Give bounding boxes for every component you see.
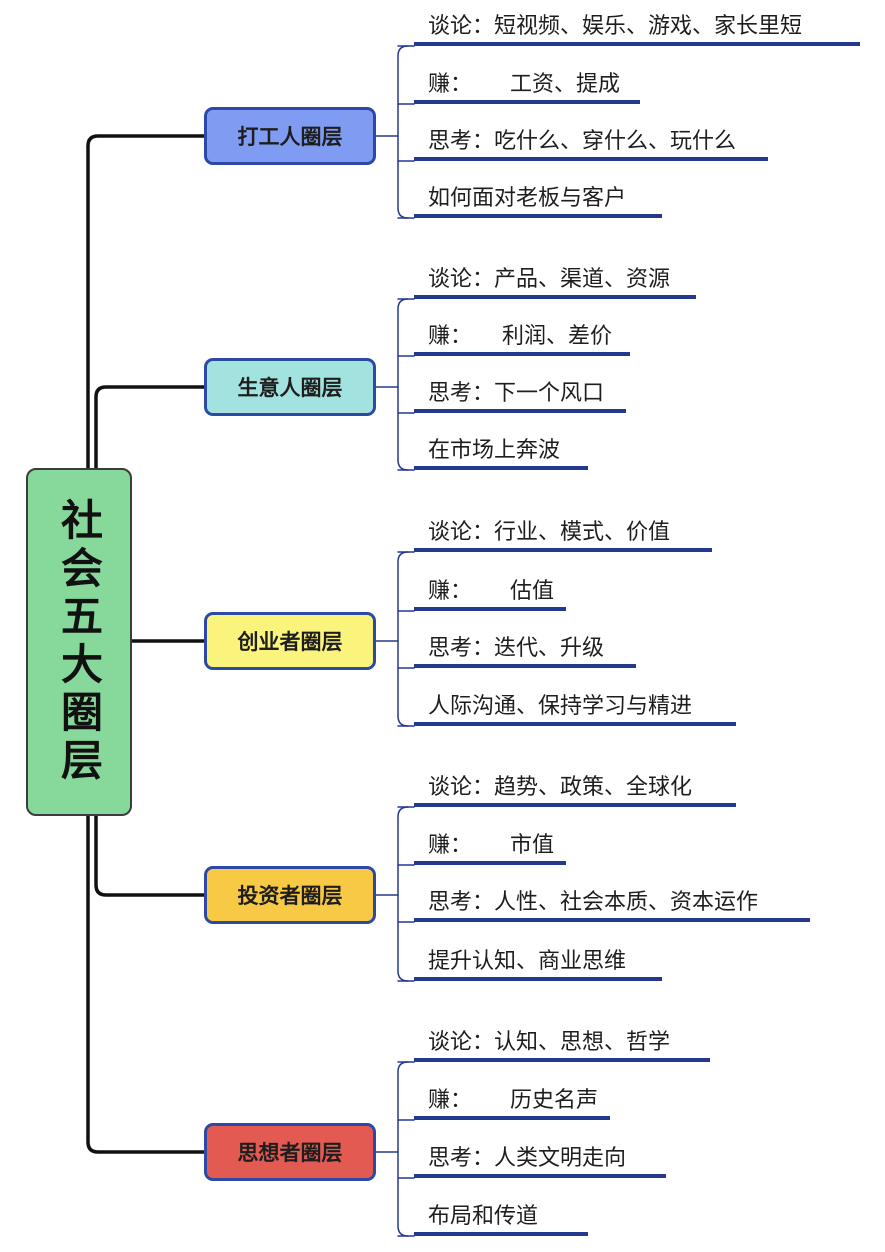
- circle-label: 思想者圈层: [237, 1141, 343, 1165]
- leaf-think: 思考：下一个风口: [414, 379, 626, 413]
- bracket-connector: [397, 298, 409, 471]
- trunk-connector: [94, 814, 206, 897]
- circle-label: 生意人圈层: [237, 376, 343, 400]
- leaf-talk: 谈论：产品、渠道、资源: [414, 265, 696, 299]
- leaf-think: 思考：迭代、升级: [414, 634, 636, 668]
- leaf-earn: 赚：市值: [414, 831, 566, 865]
- leaf-earn: 赚：利润、差价: [414, 322, 630, 356]
- leaf-talk: 谈论：趋势、政策、全球化: [414, 773, 736, 807]
- circle-node-merchant: 生意人圈层: [204, 358, 376, 416]
- leaf-earn: 赚：历史名声: [414, 1086, 610, 1120]
- circle-node-investor: 投资者圈层: [204, 866, 376, 924]
- leaf-think: 思考：人性、社会本质、资本运作: [414, 888, 810, 922]
- leaf-note: 提升认知、商业思维: [414, 947, 662, 981]
- leaf-note: 人际沟通、保持学习与精进: [414, 692, 736, 726]
- leaf-talk: 谈论：行业、模式、价值: [414, 518, 712, 552]
- circle-node-worker: 打工人圈层: [204, 107, 376, 165]
- leaf-earn: 赚：工资、提成: [414, 70, 640, 104]
- bracket-connector: [397, 45, 409, 219]
- bracket-connector: [397, 806, 409, 982]
- root-node: 社会五大圈层: [26, 468, 132, 816]
- root-title: 社会五大圈层: [54, 498, 104, 786]
- trunk-connector: [94, 385, 206, 472]
- leaf-think: 思考：吃什么、穿什么、玩什么: [414, 127, 768, 161]
- leaf-think: 思考：人类文明走向: [414, 1144, 666, 1178]
- bracket-connector: [397, 1061, 409, 1237]
- circle-label: 投资者圈层: [237, 884, 343, 908]
- circle-node-entrepreneur: 创业者圈层: [204, 612, 376, 670]
- trunk-connector: [86, 134, 206, 472]
- trunk-connector: [86, 814, 206, 1154]
- bracket-connector: [397, 551, 409, 727]
- leaf-earn: 赚：估值: [414, 577, 566, 611]
- leaf-note: 在市场上奔波: [414, 436, 588, 470]
- circle-node-thinker: 思想者圈层: [204, 1123, 376, 1181]
- leaf-talk: 谈论：短视频、娱乐、游戏、家长里短: [414, 12, 860, 46]
- leaf-note: 如何面对老板与客户: [414, 184, 662, 218]
- circle-label: 创业者圈层: [237, 630, 343, 654]
- leaf-note: 布局和传道: [414, 1202, 588, 1236]
- circle-label: 打工人圈层: [237, 125, 343, 149]
- leaf-talk: 谈论：认知、思想、哲学: [414, 1028, 710, 1062]
